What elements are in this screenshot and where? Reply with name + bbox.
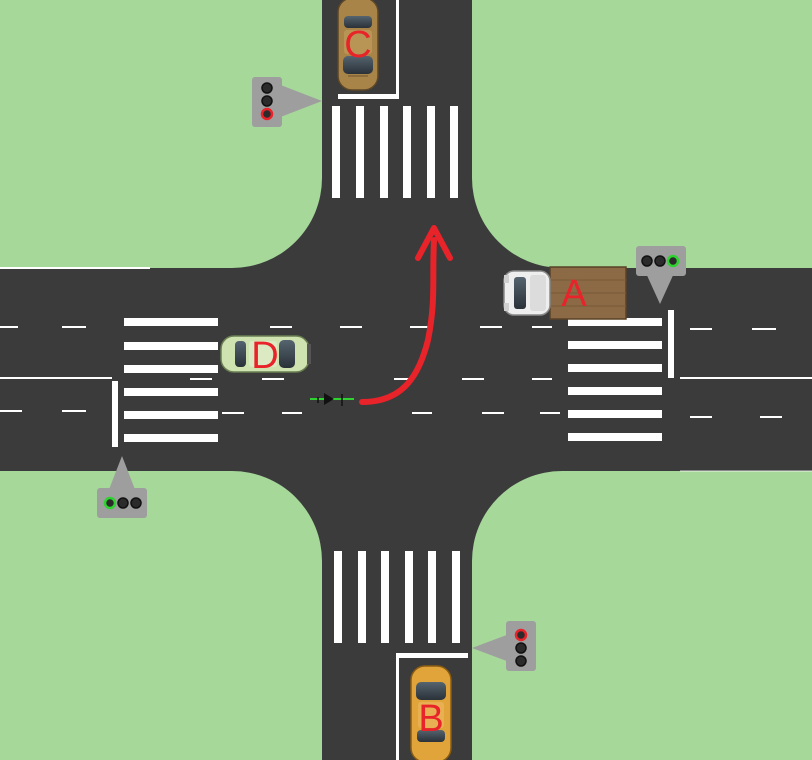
vehicle-c-label: C	[344, 24, 371, 66]
vehicle-b: B	[410, 665, 452, 760]
signal-north	[252, 77, 322, 127]
bicycle-icon	[310, 393, 354, 406]
vehicle-d-label: D	[251, 335, 278, 377]
signal-west	[97, 456, 147, 518]
crosswalk-north	[332, 106, 458, 198]
lane-markings-west	[0, 326, 112, 412]
crosswalk-west	[124, 318, 218, 442]
traffic-light-icon	[260, 82, 274, 121]
traffic-light-icon	[103, 496, 142, 510]
cyclist-path-arrow	[359, 225, 453, 405]
signal-south	[472, 621, 536, 671]
traffic-light-icon	[641, 254, 680, 268]
vehicle-b-label: B	[418, 698, 443, 740]
traffic-light-icon	[514, 628, 528, 667]
lane-markings-east	[680, 328, 812, 418]
vehicle-d: D	[220, 335, 311, 377]
vehicle-a-label: A	[561, 273, 587, 315]
crosswalk-south	[334, 551, 460, 643]
vehicle-c: C	[337, 0, 379, 91]
curb-lines	[0, 267, 812, 472]
crosswalk-east	[568, 318, 662, 441]
stop-lines	[112, 0, 674, 760]
signal-east	[636, 246, 686, 304]
vehicle-a: A	[503, 266, 627, 320]
